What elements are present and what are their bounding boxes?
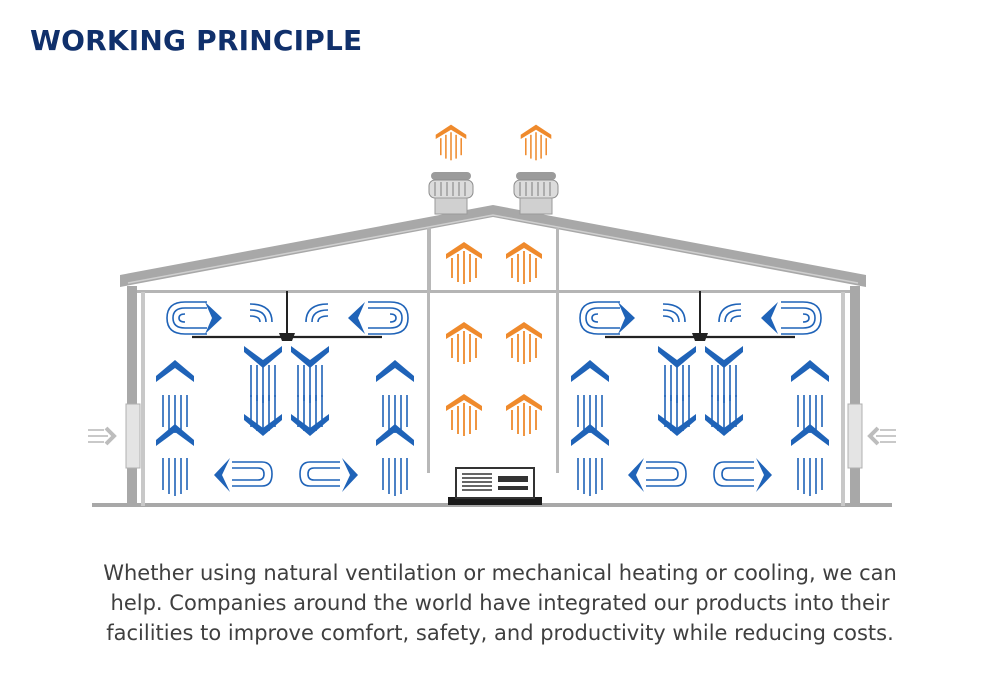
description-line: facilities to improve comfort, safety, a… [106, 621, 894, 645]
airflow-arrow-icon [571, 301, 829, 497]
building-structure [92, 205, 892, 507]
ceiling-fan-icon [190, 289, 797, 343]
description-line: help. Companies around the world have in… [110, 591, 890, 615]
airflow-arrow-icon [156, 301, 414, 497]
heater-unit-icon [448, 467, 542, 505]
warm-air-arrow-icon [434, 123, 553, 437]
wall-fan-icon [88, 403, 896, 469]
description-text: Whether using natural ventilation or mec… [40, 558, 960, 648]
description-line: Whether using natural ventilation or mec… [103, 561, 897, 585]
page-title: WORKING PRINCIPLE [30, 24, 363, 57]
